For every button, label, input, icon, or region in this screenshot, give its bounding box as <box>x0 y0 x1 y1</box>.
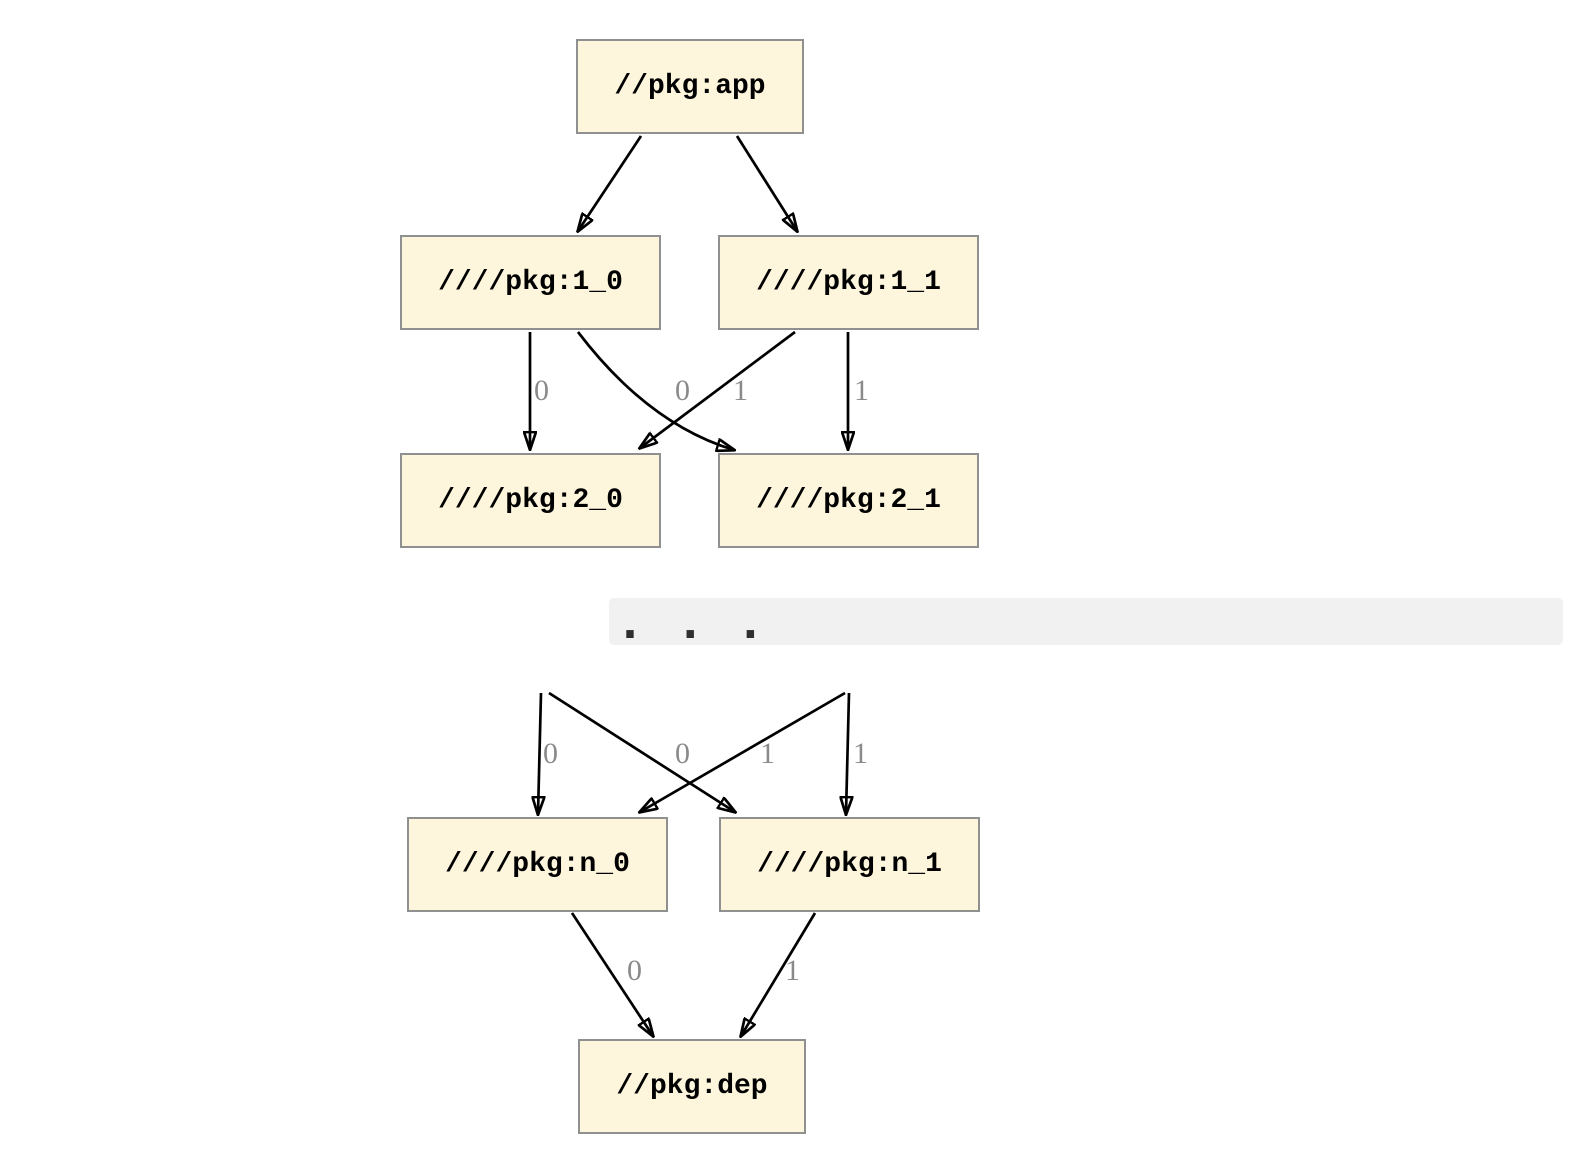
node-pkg-1_0: ////pkg:1_0 <box>400 235 661 330</box>
edge-label-1_1-2_0: 0 <box>675 374 690 407</box>
node-pkg-1_1: ////pkg:1_1 <box>718 235 979 330</box>
edge-label-1_0-2_0: 0 <box>534 374 549 407</box>
edge-label-1_1-2_1: 1 <box>854 374 869 407</box>
ellipsis-dots: . . . <box>622 599 764 649</box>
edge-1_0-to-2_1 <box>576 331 734 450</box>
edge-label-elided-n_1-x: 1 <box>760 737 775 770</box>
node-pkg-2_1: ////pkg:2_1 <box>718 453 979 548</box>
ellipsis-bar: . . . <box>609 598 1563 645</box>
edge-label-elided-n_0-v: 0 <box>543 737 558 770</box>
edge-label-n_0-dep: 0 <box>627 954 642 987</box>
edge-1_1-to-2_0 <box>640 330 796 448</box>
edge-elided-to-n_0-cross <box>640 691 846 812</box>
edge-label-elided-n_1-v: 1 <box>853 737 868 770</box>
edge-elided-to-n_1-cross <box>548 691 735 812</box>
node-pkg-2_0: ////pkg:2_0 <box>400 453 661 548</box>
node-pkg-n_1: ////pkg:n_1 <box>719 817 980 912</box>
edge-app-to-1_0 <box>578 135 643 231</box>
edge-label-n_1-dep: 1 <box>785 954 800 987</box>
node-pkg-dep: //pkg:dep <box>578 1039 806 1134</box>
edge-label-elided-n_0-x: 0 <box>675 737 690 770</box>
edge-app-to-1_1 <box>735 135 797 231</box>
edge-elided-to-n_0-vertical <box>538 692 541 814</box>
edge-n_0-to-dep <box>570 912 653 1036</box>
node-pkg-app: //pkg:app <box>576 39 804 134</box>
node-pkg-n_0: ////pkg:n_0 <box>407 817 668 912</box>
edge-elided-to-n_1-vertical <box>846 692 849 814</box>
edge-label-1_0-2_1: 1 <box>733 374 748 407</box>
edge-n_1-to-dep <box>741 912 817 1036</box>
